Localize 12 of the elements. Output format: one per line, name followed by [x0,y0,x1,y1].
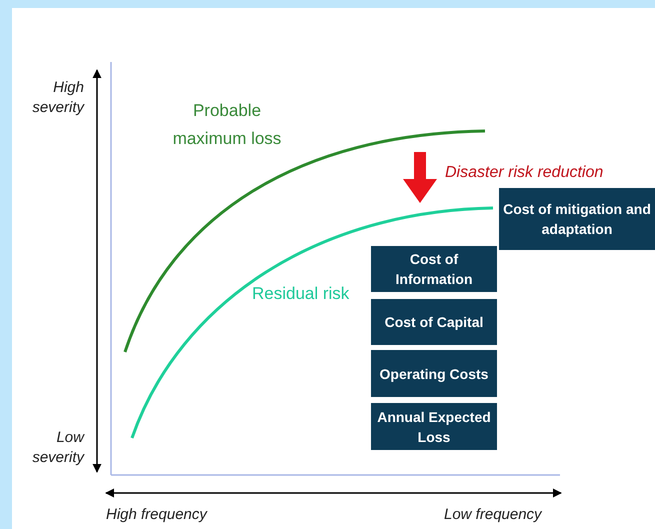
curve-label: Probable maximum loss [172,100,282,150]
axis-label: Low severity [31,428,84,468]
axis-label: Low frequency [444,505,544,525]
cost-box: Cost of Information [371,246,497,292]
curve-label: Residual risk [252,284,350,304]
cost-box: Operating Costs [371,350,497,397]
annotation-text: Disaster risk reduction [445,163,604,183]
axis-label: High frequency [106,505,208,525]
axis-label: High severity [31,78,84,118]
cost-box: Annual Expected Loss [371,403,497,450]
cost-box: Cost of mitigation and adaptation [499,188,655,250]
cost-box: Cost of Capital [371,299,497,345]
